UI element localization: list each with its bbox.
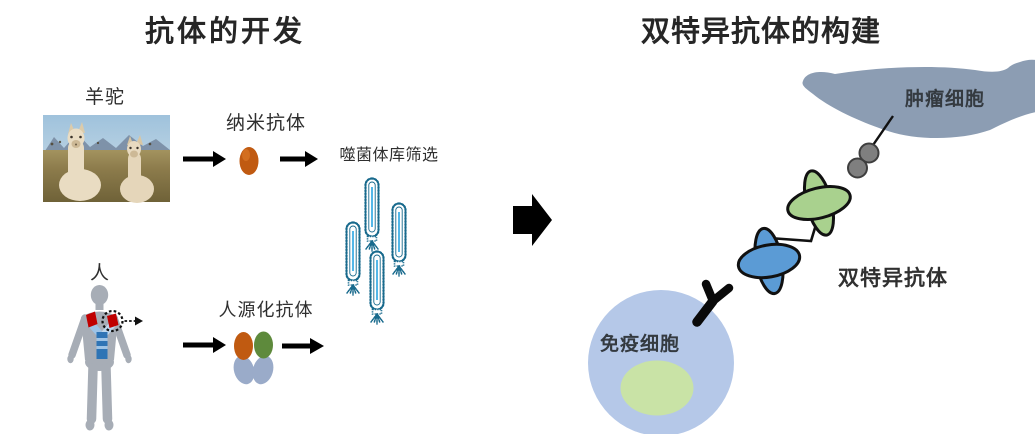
right-arrow-icon [282, 338, 324, 354]
alpaca-left [59, 122, 101, 201]
phage-icon [364, 177, 380, 253]
phage-icon [391, 202, 407, 278]
human-silhouette-icon [67, 285, 132, 431]
grazing-animals [50, 140, 152, 146]
bispecific-domain-green [786, 169, 852, 237]
receptor-y-icon [692, 279, 734, 327]
phage-library-cluster [345, 177, 407, 326]
epitope-red-right [107, 313, 119, 328]
alpaca-right [120, 135, 154, 203]
big-right-arrow-icon [513, 194, 552, 246]
antibody-y-icon [86, 309, 143, 359]
right-arrow-icon [183, 151, 226, 167]
antigen-beads-icon [847, 142, 880, 179]
nanobody-domain-orange [234, 332, 253, 360]
immune-cell-label: 免疫细胞 [599, 334, 681, 355]
alpaca-photo [43, 115, 170, 203]
alpaca-label: 羊驼 [84, 87, 126, 108]
right-panel-title: 双特异抗体的构建 [640, 16, 882, 48]
immune-cell-nucleus [620, 360, 694, 416]
nanobody-highlight [242, 149, 250, 161]
bispecific-antibody-label: 双特异抗体 [838, 267, 948, 290]
selection-dotted-circle [101, 309, 124, 333]
phage-icon [345, 221, 361, 297]
right-arrow-icon [280, 151, 318, 167]
right-arrow-icon [183, 337, 226, 353]
humanized-antibody-icon [233, 331, 274, 385]
bispecific-antibody-icon [736, 169, 852, 296]
tumor-cell-shape [802, 59, 1035, 138]
human-label: 人 [89, 263, 111, 284]
tumor-cell-label: 肿瘤细胞 [904, 89, 986, 110]
dotted-arrow-icon [124, 316, 143, 326]
bispecific-domain-blue [736, 226, 802, 296]
phage-icon [369, 250, 385, 326]
antigen-stalk [870, 115, 894, 149]
left-panel-title: 抗体的开发 [144, 16, 306, 48]
nanobody-label: 纳米抗体 [225, 113, 307, 134]
epitope-red-left [86, 311, 98, 328]
humanized-antibody-label: 人源化抗体 [218, 300, 314, 320]
nanobody-domain-green [254, 331, 273, 359]
phage-library-label: 噬菌体库筛选 [339, 147, 439, 164]
